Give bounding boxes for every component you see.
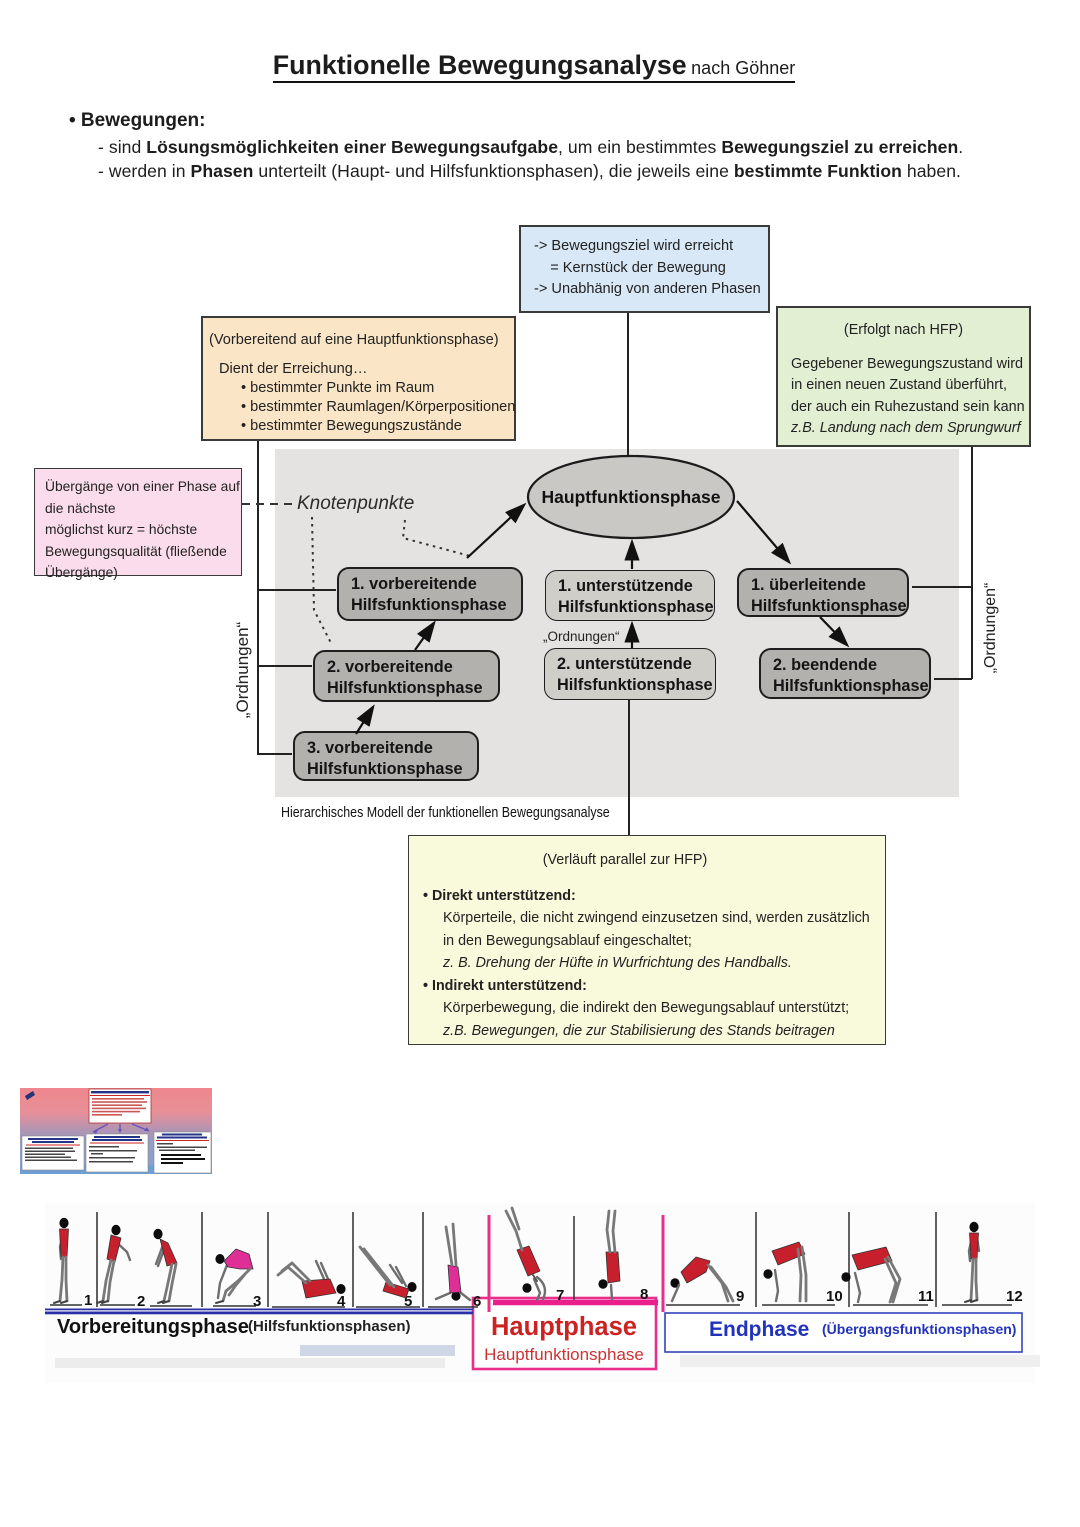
svg-text:4: 4 <box>337 1293 346 1310</box>
svg-text:Vorbereitungsphase: Vorbereitungsphase <box>57 1316 249 1338</box>
svg-text:3: 3 <box>253 1293 261 1310</box>
svg-text:Hauptphase: Hauptphase <box>491 1313 637 1341</box>
svg-text:5: 5 <box>404 1293 412 1310</box>
svg-text:11: 11 <box>918 1288 934 1305</box>
svg-text:1: 1 <box>84 1292 92 1309</box>
svg-text:Hauptfunktionsphase: Hauptfunktionsphase <box>542 487 721 507</box>
svg-text:Hauptfunktionsphase: Hauptfunktionsphase <box>484 1345 644 1364</box>
svg-text:8: 8 <box>640 1286 648 1303</box>
svg-text:2: 2 <box>137 1293 145 1310</box>
svg-text:12: 12 <box>1006 1288 1023 1305</box>
svg-text:9: 9 <box>736 1288 744 1305</box>
svg-text:Endphase: Endphase <box>709 1318 809 1341</box>
svg-text:(Hilfsfunktionsphasen): (Hilfsfunktionsphasen) <box>248 1318 411 1335</box>
svg-text:7: 7 <box>556 1287 564 1304</box>
svg-text:6: 6 <box>473 1293 481 1310</box>
svg-text:(Übergangsfunktionsphasen): (Übergangsfunktionsphasen) <box>822 1321 1016 1337</box>
svg-text:10: 10 <box>826 1288 843 1305</box>
